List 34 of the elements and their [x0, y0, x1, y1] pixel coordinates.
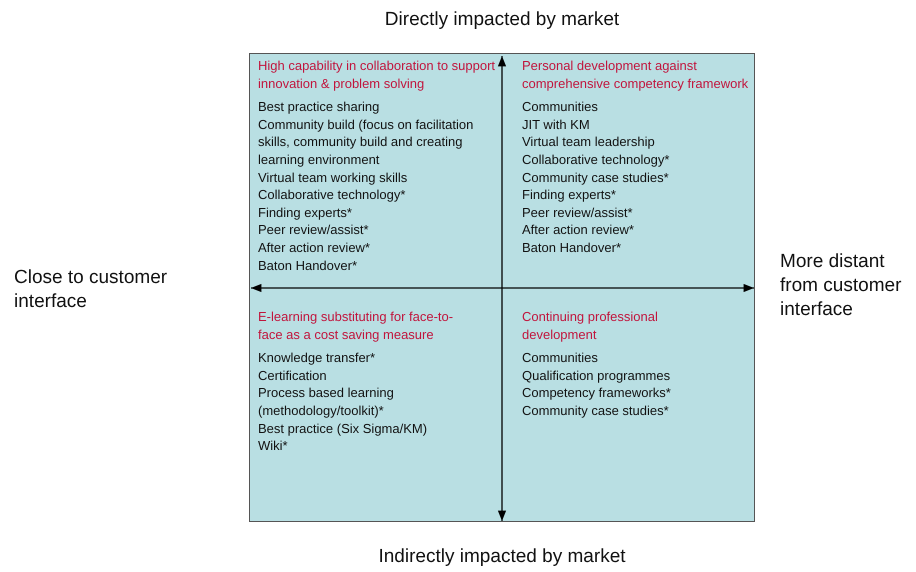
list-item: Peer review/assist*: [522, 204, 634, 222]
list-item: Wiki*: [258, 437, 289, 455]
list-item: Qualification programmes: [522, 366, 672, 384]
axis-label: Directly impacted by market: [384, 8, 620, 32]
list-item: Certification: [258, 366, 328, 384]
quadrant-heading: Personal development against comprehensive competency framework: [522, 57, 750, 92]
list-item: Baton Handover*: [522, 238, 622, 257]
list-item: Collaborative technology*: [258, 186, 406, 204]
list-item: Virtual team working skills: [258, 168, 408, 186]
list-item: Communities: [522, 98, 599, 116]
list-item: Collaborative technology*: [522, 150, 670, 169]
list-item: After action review*: [522, 221, 635, 239]
list-item: Community case studies*: [522, 168, 670, 186]
list-item: Communities: [522, 349, 599, 367]
list-item: JIT with KM: [522, 116, 591, 134]
quadrant-heading: E-learning substituting for face-to-face as a cost saving measure: [258, 308, 454, 344]
quadrant-heading: Continuing professional development: [522, 308, 659, 344]
list-item: Finding experts*: [258, 204, 353, 222]
list-item: Process based learning (methodology/toolkit)*: [258, 384, 395, 420]
list-item: Community build (focus on facilitation skills, community build and creating learning environment: [258, 116, 474, 169]
list-item: Community case studies*: [522, 402, 670, 420]
axis-label: Indirectly impacted by market: [377, 545, 627, 569]
list-item: Baton Handover*: [258, 256, 358, 274]
list-item: Best practice (Six Sigma/KM): [258, 420, 428, 438]
list-item: Knowledge transfer*: [258, 349, 376, 367]
axis-label: More distant from customer interface: [780, 250, 902, 322]
list-item: Best practice sharing: [258, 98, 380, 116]
list-item: Competency frameworks*: [522, 384, 672, 402]
list-item: After action review*: [258, 238, 371, 257]
quadrant-heading: High capability in collaboration to support innovation & problem solving: [258, 57, 496, 92]
list-item: Finding experts*: [522, 186, 617, 204]
list-item: Virtual team leadership: [522, 133, 656, 151]
list-item: Peer review/assist*: [258, 221, 370, 239]
axis-label: Close to customer interface: [14, 266, 168, 314]
